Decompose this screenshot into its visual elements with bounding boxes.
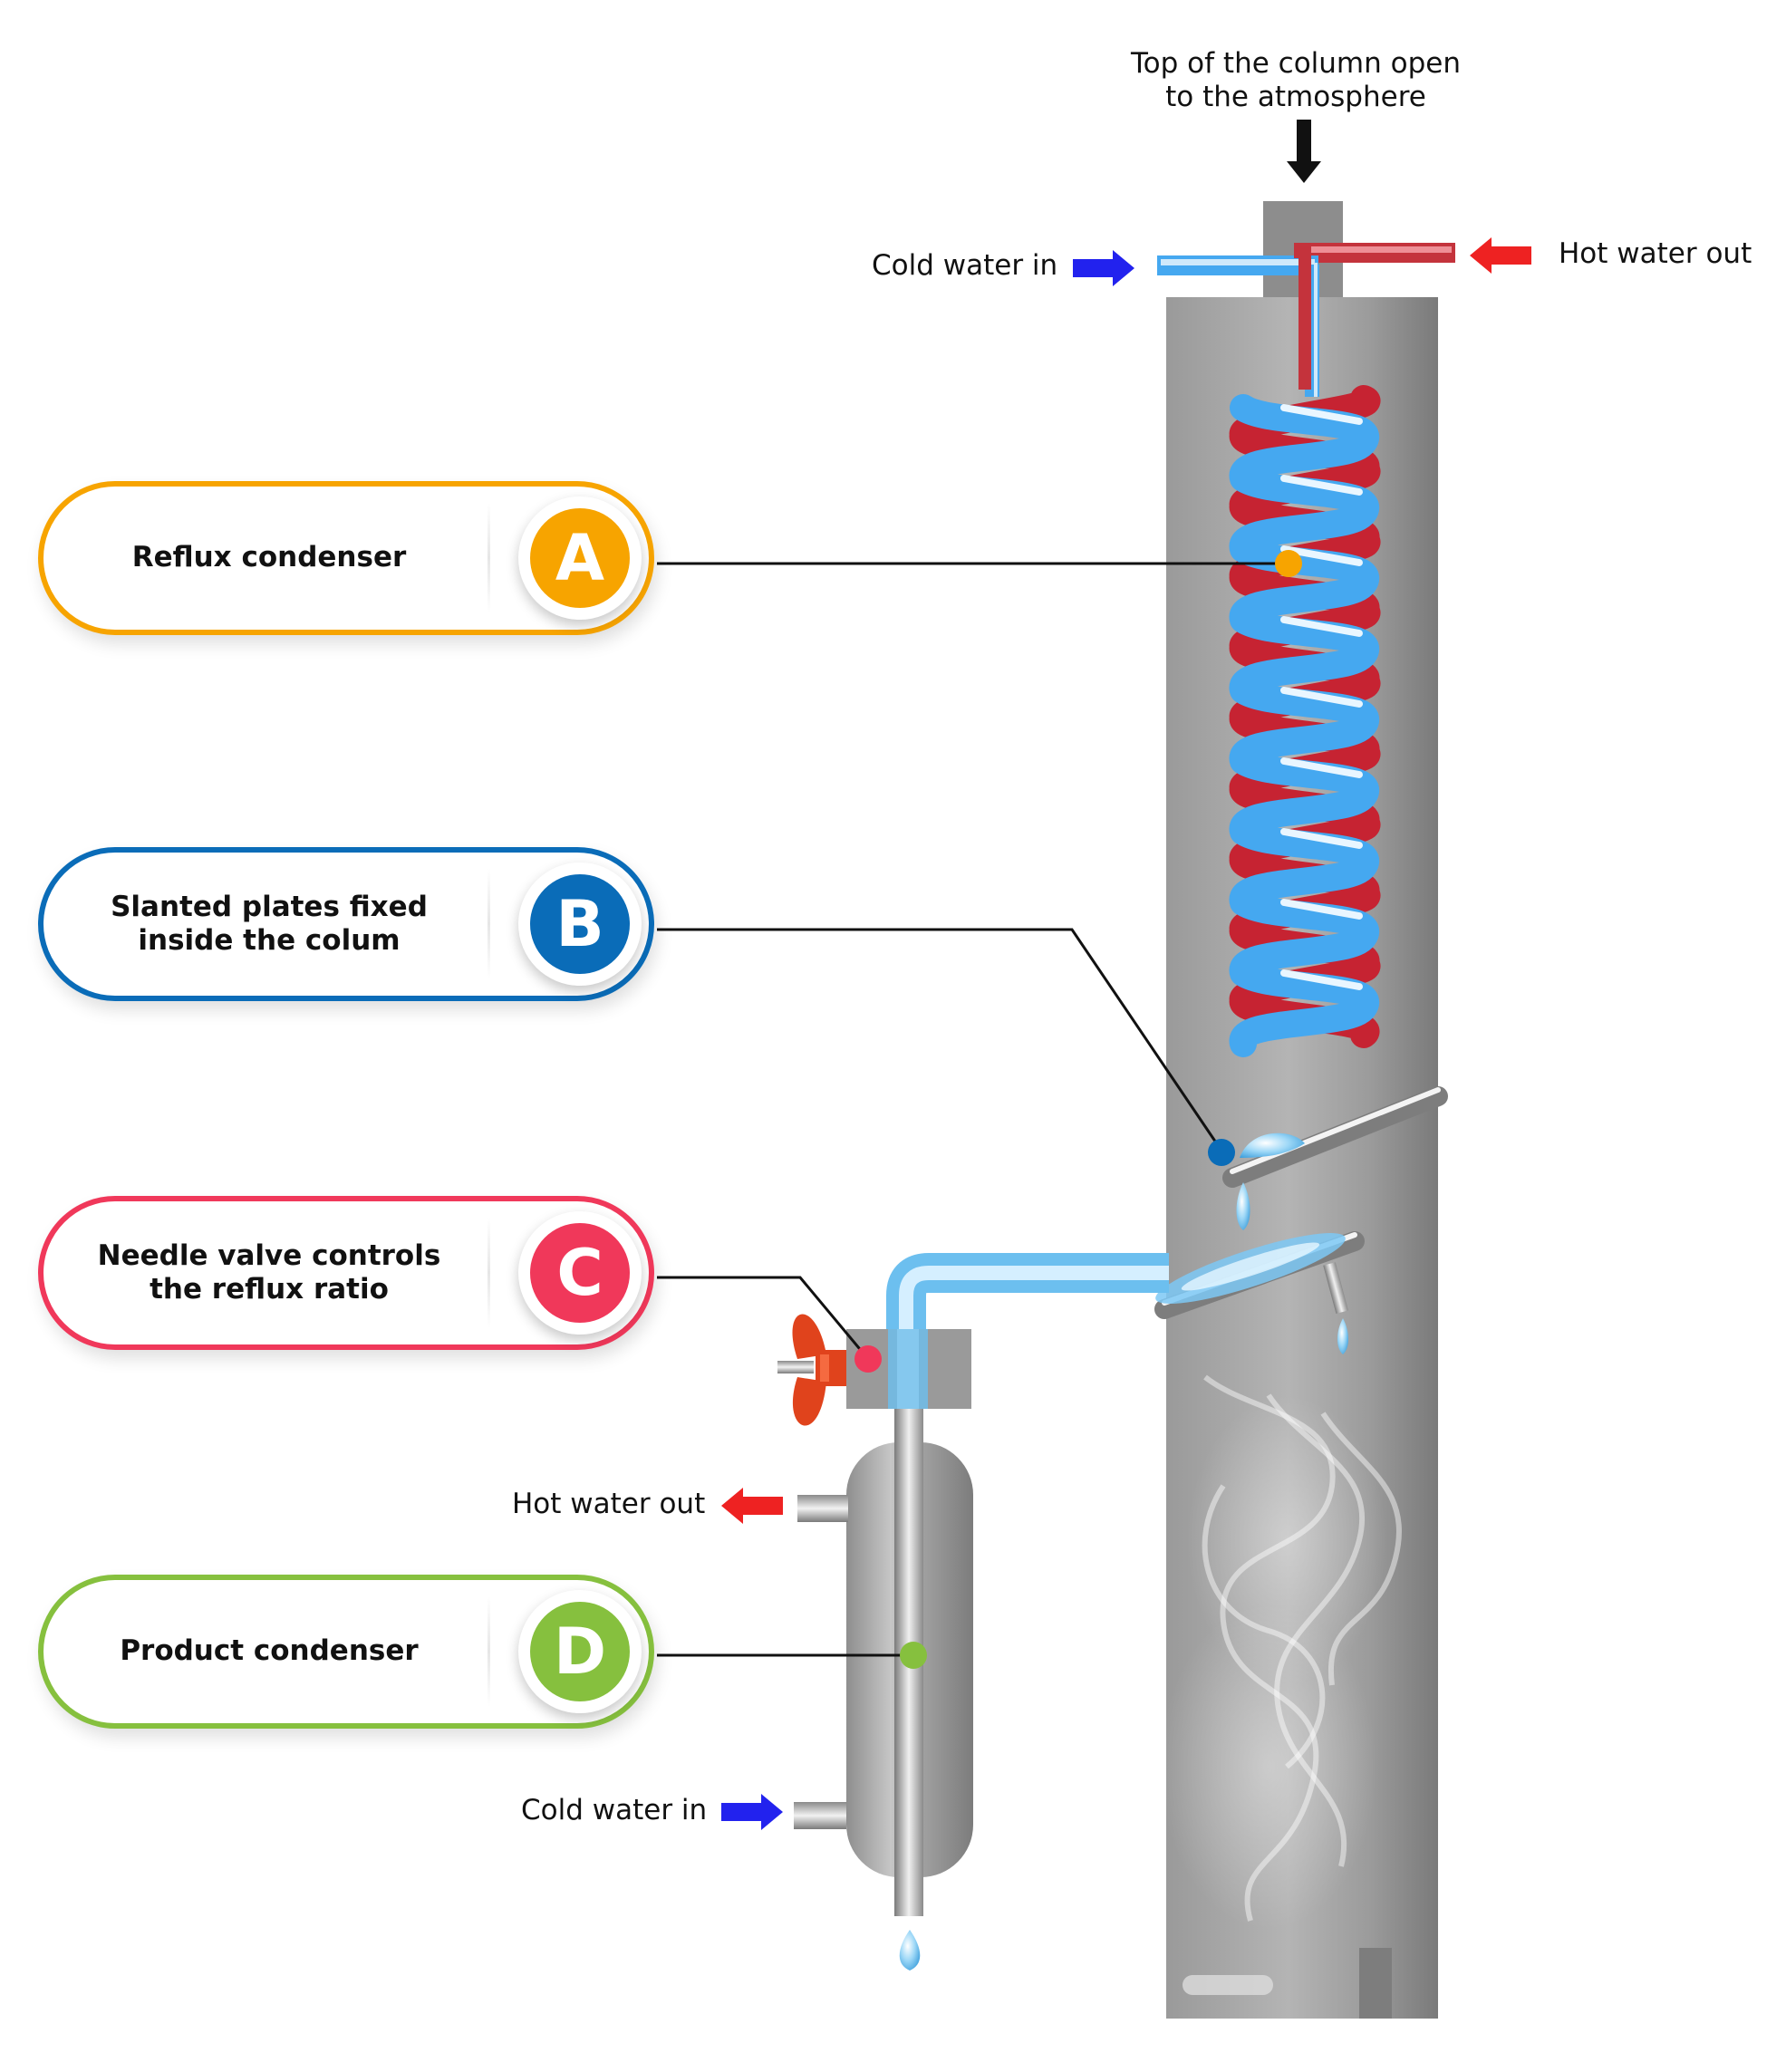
callout-a-text: Reflux condenser — [131, 541, 407, 574]
reflux-condenser-coil — [1229, 385, 1381, 1057]
coil-highlight — [1280, 969, 1363, 990]
coil-highlight — [1280, 616, 1363, 637]
condenser-cold-in-stub — [794, 1802, 846, 1829]
coil-hot-strand — [1229, 385, 1381, 1048]
leader-line-c — [657, 1276, 870, 1360]
marker-dot-a — [1275, 550, 1302, 577]
coil-highlight — [1280, 899, 1363, 920]
condenser-hot-out-stub — [797, 1495, 848, 1522]
product-drop — [899, 1930, 921, 1971]
callout-a-badge: A — [518, 496, 642, 620]
marker-dot-d — [900, 1642, 927, 1669]
callout-d-badge: D — [518, 1590, 642, 1713]
callout-a-card: Reflux condenser A — [38, 481, 654, 635]
callout-b-badge: B — [518, 863, 642, 986]
cold-water-arrow-icon-top — [1073, 250, 1134, 286]
bottom-hot-water-out-label: Hot water out — [512, 1488, 706, 1520]
coil-highlight — [1280, 475, 1363, 496]
reflux-takeoff-pipe — [886, 1253, 1169, 1359]
down-arrow-icon — [1287, 120, 1321, 183]
coil-highlight — [1280, 828, 1363, 849]
marker-dot-b — [1208, 1139, 1235, 1166]
needle-valve-handle — [777, 1314, 846, 1426]
steam-vapor — [1160, 1374, 1402, 1930]
slanted-plate-upper — [1222, 1086, 1448, 1230]
top-cold-water-in-label: Cold water in — [872, 249, 1058, 282]
callout-d-card: Product condenser D — [38, 1575, 654, 1729]
callout-c-text: Needle valve controls the reflux ratio — [97, 1238, 441, 1306]
top-hot-water-out-label: Hot water out — [1559, 237, 1752, 270]
callout-d-text: Product condenser — [120, 1634, 419, 1668]
hot-water-arrow-icon-bottom — [721, 1488, 783, 1524]
callout-b-card: Slanted plates fixed inside the colum B — [38, 847, 654, 1001]
callout-a-letter: A — [530, 508, 630, 608]
coil-highlight — [1280, 757, 1363, 778]
hot-water-arrow-icon-top — [1470, 237, 1531, 274]
top-of-column-label: Top of the column open to the atmosphere — [1131, 47, 1461, 114]
coil-highlight — [1280, 687, 1363, 708]
callout-c-card: Needle valve controls the reflux ratio C — [38, 1196, 654, 1350]
coil-highlight — [1280, 545, 1363, 566]
callout-b-text: Slanted plates fixed inside the colum — [111, 890, 428, 957]
callout-d-letter: D — [530, 1602, 630, 1701]
callout-c-badge: C — [518, 1211, 642, 1335]
coil-highlight — [1280, 404, 1363, 425]
coil-cold-strand — [1229, 394, 1380, 1057]
leader-line-b — [657, 928, 1223, 1152]
cold-water-arrow-icon-bottom — [721, 1794, 783, 1830]
bottom-cold-water-in-label: Cold water in — [521, 1794, 708, 1826]
slanted-plate-lower — [1154, 1231, 1365, 1354]
callout-b-letter: B — [530, 874, 630, 974]
marker-dot-c — [854, 1345, 882, 1373]
callout-c-letter: C — [530, 1223, 630, 1323]
leader-lines — [657, 562, 1289, 1657]
